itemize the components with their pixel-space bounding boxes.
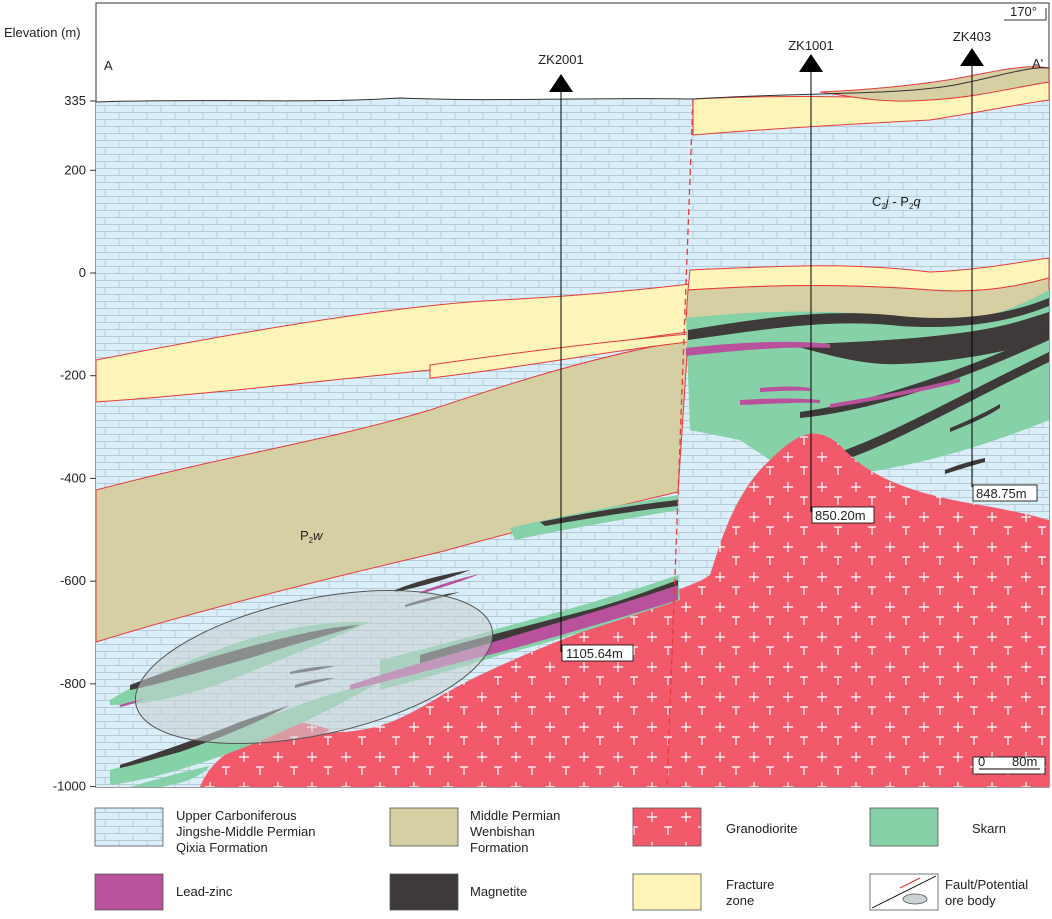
unit-label-p2w: P2w — [300, 528, 324, 545]
svg-text:ore body: ore body — [945, 893, 996, 908]
fault-line — [666, 98, 694, 787]
svg-text:Middle Permian: Middle Permian — [470, 808, 560, 823]
magnetite-band — [840, 352, 1049, 458]
y-axis: 335 200 0 -200 -400 -600 -800 -1000 — [53, 93, 96, 794]
y-axis-title: Elevation (m) — [4, 25, 81, 40]
svg-text:Upper Carboniferous: Upper Carboniferous — [176, 808, 297, 823]
svg-text:Magnetite: Magnetite — [470, 884, 527, 899]
y-axis-tick-label: -1000 — [53, 779, 86, 794]
drillhole-marker-icon — [960, 48, 984, 66]
legend-item-granodiorite: Granodiorite — [632, 807, 798, 847]
legend-item-leadzinc: Lead-zinc — [94, 873, 233, 911]
drillhole-depth: 848.75m — [976, 486, 1027, 501]
drillhole-zk1001 — [799, 54, 823, 512]
magnetite-band — [688, 298, 1049, 340]
svg-text:Fracture: Fracture — [726, 877, 774, 892]
y-axis-tick-label: 200 — [64, 162, 86, 177]
potential-ore-body — [134, 589, 494, 745]
wenbishan-unit — [96, 339, 689, 643]
unit-label-c2j-p2q: C2j - P2q — [872, 194, 921, 211]
svg-text:0: 0 — [978, 754, 985, 769]
legend-item-limestone: Upper Carboniferous Jingshe-Middle Permi… — [94, 807, 315, 855]
magnetite-band — [790, 312, 1049, 365]
drillhole-marker-icon — [799, 54, 823, 72]
drillhole-marker-icon — [549, 74, 573, 92]
svg-text:Fault/Potential: Fault/Potential — [945, 877, 1028, 892]
svg-text:Lead-zinc: Lead-zinc — [176, 884, 233, 899]
legend-item-skarn: Skarn — [869, 807, 1006, 847]
legend-item-wenbishan: Middle Permian Wenbishan Formation — [389, 807, 560, 855]
orientation-label: 170° — [1010, 4, 1037, 19]
y-axis-tick-label: 335 — [64, 93, 86, 108]
legend-item-fracture: Fracture zone — [632, 873, 774, 911]
fracture-zone — [692, 81, 1049, 136]
magnetite-band — [540, 500, 678, 526]
svg-text:80m: 80m — [1012, 754, 1037, 769]
drillhole-zk2001 — [549, 74, 573, 652]
svg-text:Qixia Formation: Qixia Formation — [176, 840, 268, 855]
drillhole-label: ZK1001 — [788, 38, 834, 53]
leadzinc-band — [686, 341, 830, 356]
y-axis-tick-label: -400 — [60, 470, 86, 485]
y-axis-tick-label: 0 — [79, 265, 86, 280]
svg-text:Formation: Formation — [470, 840, 529, 855]
legend: Upper Carboniferous Jingshe-Middle Permi… — [94, 807, 1028, 911]
svg-text:Skarn: Skarn — [972, 821, 1006, 836]
svg-text:Granodiorite: Granodiorite — [726, 821, 798, 836]
section-end-label: A' — [1032, 56, 1043, 71]
drillhole-label: ZK2001 — [538, 52, 584, 67]
drillhole-depth: 850.20m — [815, 508, 866, 523]
legend-item-fault: Fault/Potential ore body — [869, 873, 1028, 911]
section-start-label: A — [104, 58, 113, 73]
orientation-indicator: 170° — [1004, 4, 1047, 21]
y-axis-tick-label: -800 — [60, 676, 86, 691]
legend-item-magnetite: Magnetite — [389, 873, 527, 911]
svg-text:Jingshe-Middle Permian: Jingshe-Middle Permian — [176, 824, 315, 839]
y-axis-tick-label: -200 — [60, 368, 86, 383]
drillhole-zk403 — [960, 48, 984, 487]
scale-bar: 0 80m — [972, 754, 1046, 775]
y-axis-tick-label: -600 — [60, 573, 86, 588]
svg-text:Wenbishan: Wenbishan — [470, 824, 535, 839]
drillhole-label: ZK403 — [953, 29, 991, 44]
drillhole-depth: 1105.64m — [566, 646, 623, 661]
svg-text:zone: zone — [726, 893, 754, 908]
